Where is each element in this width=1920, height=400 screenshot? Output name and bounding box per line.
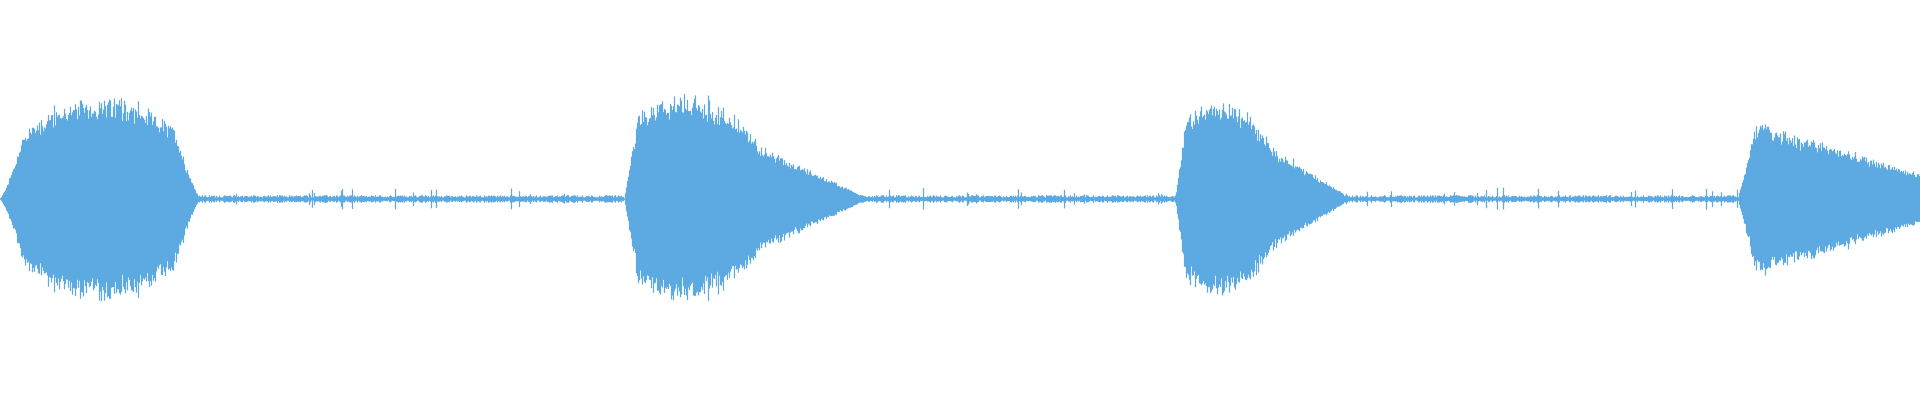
waveform-sound-segment bbox=[624, 94, 860, 301]
waveform-samples bbox=[0, 94, 1920, 302]
waveform-sound-segment bbox=[1736, 124, 1920, 276]
